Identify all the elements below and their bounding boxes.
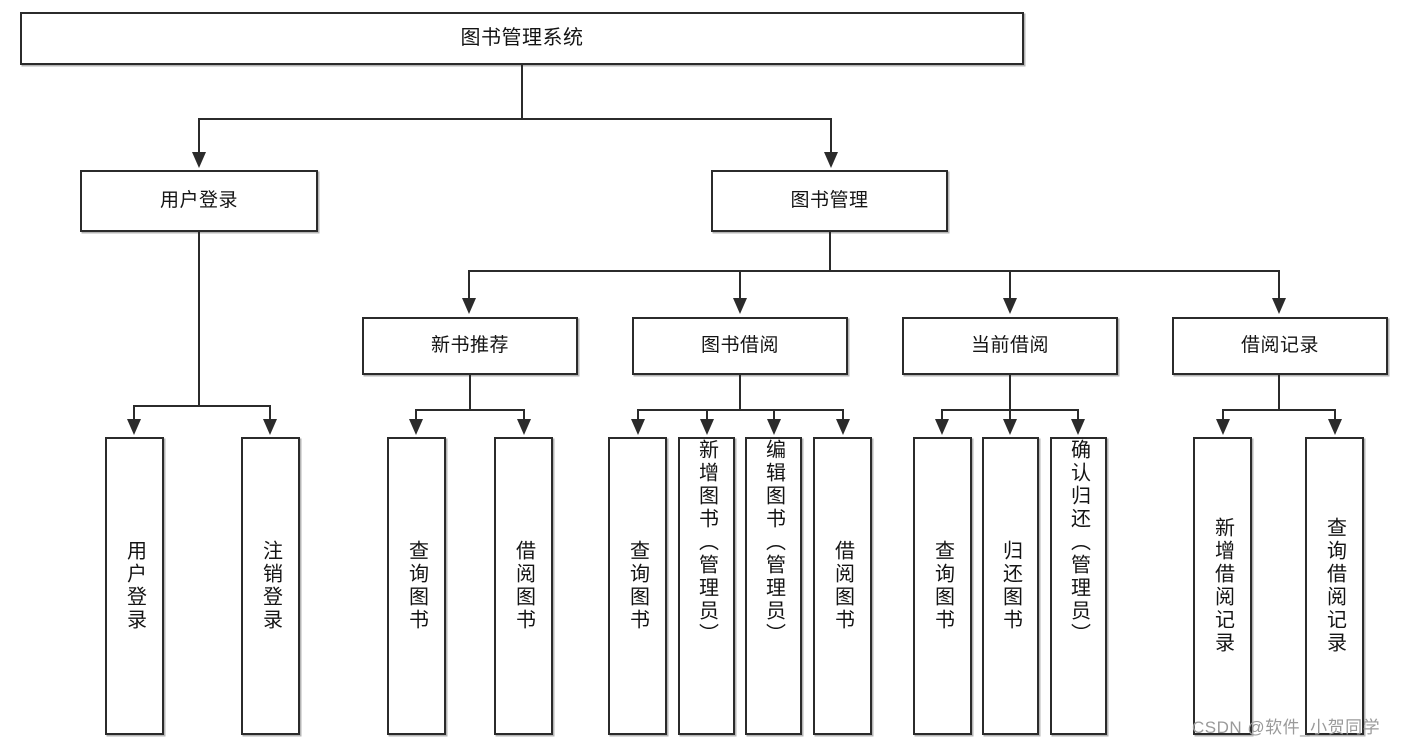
connector-user-login-to-leaf-1	[133, 405, 135, 421]
connector-borrow-record-leaf-2	[1334, 409, 1336, 421]
node-current-borrow[interactable]: 当前借阅	[902, 317, 1118, 375]
connector-new-book-leaf-1	[415, 409, 417, 421]
arrowhead-book-borrow-leaf-3	[767, 419, 781, 435]
leaf-borrow-record-add[interactable]: 新增借阅记录	[1193, 437, 1252, 735]
node-root-book-management-system[interactable]: 图书管理系统	[20, 12, 1024, 65]
arrowhead-bm-borrow-record	[1272, 298, 1286, 314]
node-label: 查询图书	[931, 540, 954, 632]
connector-user-login-bus	[133, 405, 271, 407]
connector-book-borrow-stem	[739, 375, 741, 409]
connector-current-borrow-leaf-2	[1009, 409, 1011, 421]
arrowhead-borrow-record-leaf-2	[1328, 419, 1342, 435]
arrowhead-bm-new-book	[462, 298, 476, 314]
connector-root-stem	[521, 65, 523, 118]
arrowhead-book-borrow-leaf-4	[836, 419, 850, 435]
node-borrow-record[interactable]: 借阅记录	[1172, 317, 1388, 375]
connector-borrow-record-leaf-1	[1222, 409, 1224, 421]
node-label: 图书管理系统	[460, 27, 584, 49]
connector-root-bus	[198, 118, 832, 120]
connector-borrow-record-bus	[1222, 409, 1336, 411]
node-new-book-recommend[interactable]: 新书推荐	[362, 317, 578, 375]
node-label: 编辑图书（管理员）	[762, 439, 785, 646]
arrowhead-current-borrow-leaf-2	[1003, 419, 1017, 435]
connector-bm-to-new-book	[468, 270, 470, 300]
node-label: 借阅记录	[1240, 335, 1319, 357]
node-label: 确认归还（管理员）	[1067, 439, 1090, 646]
connector-bm-to-borrow-record	[1278, 270, 1280, 300]
arrowhead-book-borrow-leaf-2	[700, 419, 714, 435]
connector-current-borrow-stem	[1009, 375, 1011, 409]
connector-new-book-bus	[415, 409, 525, 411]
connector-bm-to-book-borrow	[739, 270, 741, 300]
node-label: 借阅图书	[512, 540, 535, 632]
connector-book-management-bus	[468, 270, 1280, 272]
arrowhead-root-to-user-login	[192, 152, 206, 168]
leaf-current-borrow-confirm-admin[interactable]: 确认归还（管理员）	[1050, 437, 1107, 735]
arrowhead-book-borrow-leaf-1	[631, 419, 645, 435]
node-label: 新增图书（管理员）	[695, 439, 718, 646]
connector-bm-to-current-borrow	[1009, 270, 1011, 300]
watermark-text: CSDN @软件_小贺同学	[1192, 718, 1381, 737]
leaf-user-login-logout[interactable]: 注销登录	[241, 437, 300, 735]
connector-user-login-stem	[198, 232, 200, 405]
arrowhead-user-login-leaf-2	[263, 419, 277, 435]
node-label: 查询图书	[405, 540, 428, 632]
connector-root-to-user-login	[198, 118, 200, 154]
connector-book-borrow-bus	[637, 409, 844, 411]
node-book-borrow[interactable]: 图书借阅	[632, 317, 848, 375]
node-label: 归还图书	[999, 540, 1022, 632]
connector-borrow-record-stem	[1278, 375, 1280, 409]
connector-book-management-stem	[829, 232, 831, 270]
leaf-current-borrow-query[interactable]: 查询图书	[913, 437, 972, 735]
node-label: 图书管理	[790, 190, 869, 212]
arrowhead-bm-current-borrow	[1003, 298, 1017, 314]
leaf-borrow-record-query[interactable]: 查询借阅记录	[1305, 437, 1364, 735]
leaf-book-borrow-edit-admin[interactable]: 编辑图书（管理员）	[745, 437, 802, 735]
node-label: 查询借阅记录	[1323, 517, 1346, 655]
node-label: 当前借阅	[970, 335, 1049, 357]
leaf-book-borrow-query[interactable]: 查询图书	[608, 437, 667, 735]
connector-book-borrow-leaf-1	[637, 409, 639, 421]
connector-user-login-to-leaf-2	[269, 405, 271, 421]
arrowhead-user-login-leaf-1	[127, 419, 141, 435]
arrowhead-current-borrow-leaf-1	[935, 419, 949, 435]
leaf-user-login-login[interactable]: 用户登录	[105, 437, 164, 735]
connector-new-book-leaf-2	[523, 409, 525, 421]
arrowhead-borrow-record-leaf-1	[1216, 419, 1230, 435]
connector-book-borrow-leaf-3	[773, 409, 775, 421]
leaf-current-borrow-return[interactable]: 归还图书	[982, 437, 1039, 735]
node-label: 借阅图书	[831, 540, 854, 632]
node-label: 图书借阅	[700, 335, 779, 357]
connector-current-borrow-leaf-3	[1077, 409, 1079, 421]
leaf-new-book-query[interactable]: 查询图书	[387, 437, 446, 735]
connector-root-to-book-management	[830, 118, 832, 154]
arrowhead-current-borrow-leaf-3	[1071, 419, 1085, 435]
connector-new-book-stem	[469, 375, 471, 409]
arrowhead-bm-book-borrow	[733, 298, 747, 314]
connector-book-borrow-leaf-2	[706, 409, 708, 421]
arrowhead-root-to-book-management	[824, 152, 838, 168]
csdn-watermark: CSDN @软件_小贺同学	[1192, 713, 1380, 738]
node-label: 新增借阅记录	[1211, 517, 1234, 655]
node-book-management[interactable]: 图书管理	[711, 170, 948, 232]
leaf-book-borrow-borrow[interactable]: 借阅图书	[813, 437, 872, 735]
node-label: 用户登录	[159, 190, 238, 212]
connector-book-borrow-leaf-4	[842, 409, 844, 421]
connector-current-borrow-leaf-1	[941, 409, 943, 421]
leaf-new-book-borrow[interactable]: 借阅图书	[494, 437, 553, 735]
node-user-login[interactable]: 用户登录	[80, 170, 318, 232]
arrowhead-new-book-leaf-1	[409, 419, 423, 435]
arrowhead-new-book-leaf-2	[517, 419, 531, 435]
node-label: 查询图书	[626, 540, 649, 632]
leaf-book-borrow-add-admin[interactable]: 新增图书（管理员）	[678, 437, 735, 735]
node-label: 注销登录	[259, 540, 282, 632]
node-label: 新书推荐	[430, 335, 509, 357]
node-label: 用户登录	[123, 540, 146, 632]
